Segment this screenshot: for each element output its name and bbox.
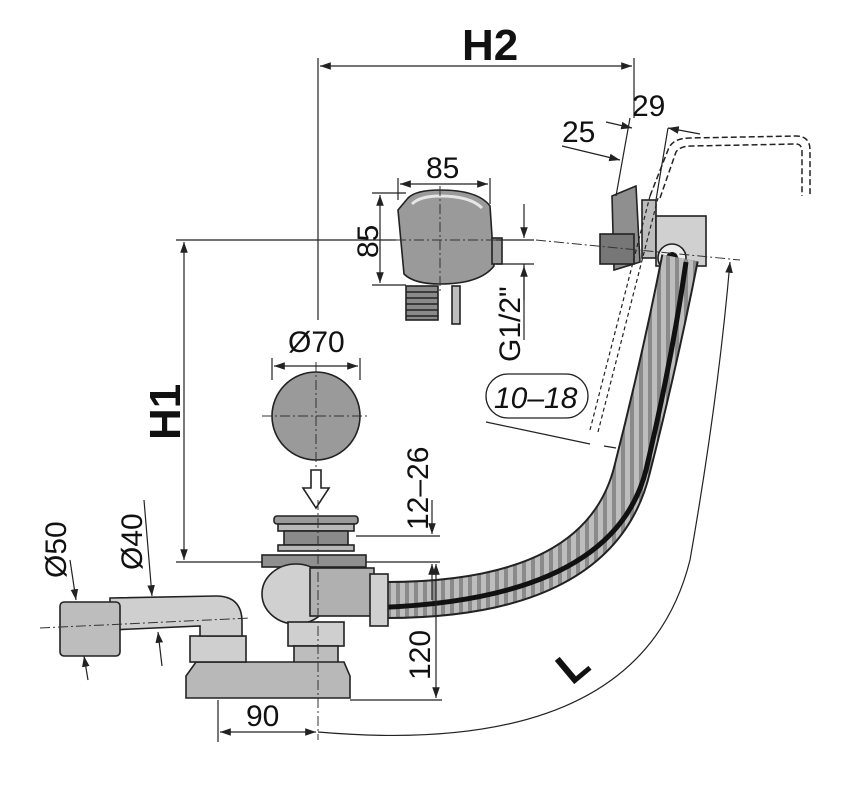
- flexible-hose: [329, 254, 699, 619]
- overflow-head: [396, 186, 508, 325]
- height-120-label: 120: [404, 630, 437, 680]
- wall-thickness-dimension: 10–18: [485, 373, 617, 449]
- diameter-40-label: Ø40: [116, 513, 149, 570]
- dim-25-label: 25: [562, 116, 595, 149]
- diameter-70-label: Ø70: [288, 326, 345, 359]
- h2-label: H2: [462, 21, 518, 70]
- width-85-label: 85: [426, 152, 459, 185]
- overflow-rear-flange: [535, 184, 741, 273]
- flange-25-29-dimensions: 25 29: [561, 90, 701, 201]
- h1-dimension: H1: [141, 239, 396, 563]
- wall-thickness-label: 10–18: [494, 382, 578, 415]
- width-90-label: 90: [246, 700, 279, 733]
- width-90-dimension: 90: [217, 700, 316, 742]
- outlet-diameters: Ø50 Ø40: [40, 499, 164, 681]
- water-supply-pipe: [589, 135, 811, 433]
- h1-label: H1: [141, 384, 190, 440]
- dim-29-label: 29: [632, 90, 665, 123]
- plug-travel-dimension: 12–26: [356, 447, 440, 600]
- height-85-dimension: 85: [352, 192, 406, 286]
- thread-g12-dimension: G1/2": [494, 204, 534, 362]
- length-l-label: L: [547, 639, 599, 694]
- h2-dimension: H2: [317, 21, 635, 320]
- waste-trap-body: [39, 500, 389, 740]
- width-85-dimension: 85: [397, 152, 491, 204]
- thread-g12-label: G1/2": [494, 286, 527, 362]
- plug-cap: Ø70: [262, 326, 370, 510]
- plug-travel-label: 12–26: [402, 447, 435, 530]
- height-120-dimension: 120: [350, 564, 442, 701]
- diameter-50-label: Ø50: [40, 521, 73, 578]
- height-85-label: 85: [352, 225, 385, 258]
